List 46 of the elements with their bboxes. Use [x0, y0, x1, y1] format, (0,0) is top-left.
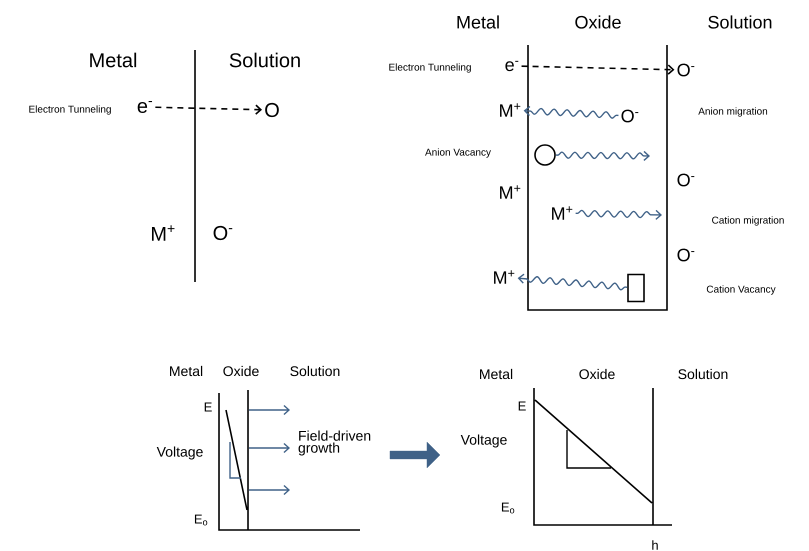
text-label: Oxide	[575, 15, 621, 29]
text-label: Solution	[678, 368, 728, 380]
vacancy-circle	[534, 144, 556, 166]
text-label: Cation migration	[712, 216, 784, 226]
text-label: Metal	[457, 15, 499, 29]
text-label: E$_{o}$	[194, 514, 208, 526]
text-label: E	[518, 402, 526, 410]
ion-label: M$^{+}$	[494, 270, 514, 284]
text-label: E	[204, 402, 212, 412]
text-label: Oxide	[579, 368, 615, 380]
text-label: Cation Vacancy	[706, 285, 776, 295]
text-label: Voltage	[460, 434, 507, 448]
ion-label: O	[265, 102, 279, 118]
text-label: O$^{-}$	[214, 226, 232, 240]
wavy-arrow	[518, 274, 628, 290]
text-label: E$_{o}$	[502, 502, 514, 514]
ion-label: e$^{-}$	[505, 60, 518, 72]
ion-label: M$^{+}$	[500, 103, 520, 117]
text-label: M$^{+}$	[152, 225, 174, 241]
ion-label: O$^{-}$	[678, 64, 694, 76]
vacancy-square	[627, 274, 645, 302]
text-label: O$^{-}$	[678, 174, 694, 186]
ion-label: M$^{+}$	[552, 206, 572, 220]
text-label: Solution	[708, 15, 772, 29]
text-label: Field-driven growth	[298, 430, 370, 456]
wavy-arrow	[524, 106, 618, 119]
text-label: Oxide	[223, 366, 259, 376]
text-label: Electron Tunneling	[389, 63, 471, 73]
dashed-arrow	[155, 104, 262, 115]
ion-label: O$^{-}$	[622, 110, 638, 122]
text-label: Electron Tunneling	[29, 105, 111, 115]
text-label: O$^{-}$	[678, 248, 694, 262]
text-label: Solution	[230, 52, 300, 68]
text-label: Anion migration	[698, 107, 768, 117]
text-label: Metal	[170, 366, 202, 376]
text-label: h	[652, 540, 658, 550]
text-label: Metal	[480, 368, 512, 380]
text-label: Solution	[290, 366, 340, 376]
text-label: Voltage	[156, 446, 203, 460]
wavy-arrow	[576, 210, 662, 220]
dashed-arrow	[522, 64, 674, 75]
text-label: Metal	[90, 52, 136, 68]
wavy-arrow	[556, 150, 650, 161]
ion-label: e$^{-}$	[138, 101, 152, 113]
text-label: Anion Vacancy	[425, 148, 491, 158]
text-label: M$^{+}$	[500, 185, 520, 199]
